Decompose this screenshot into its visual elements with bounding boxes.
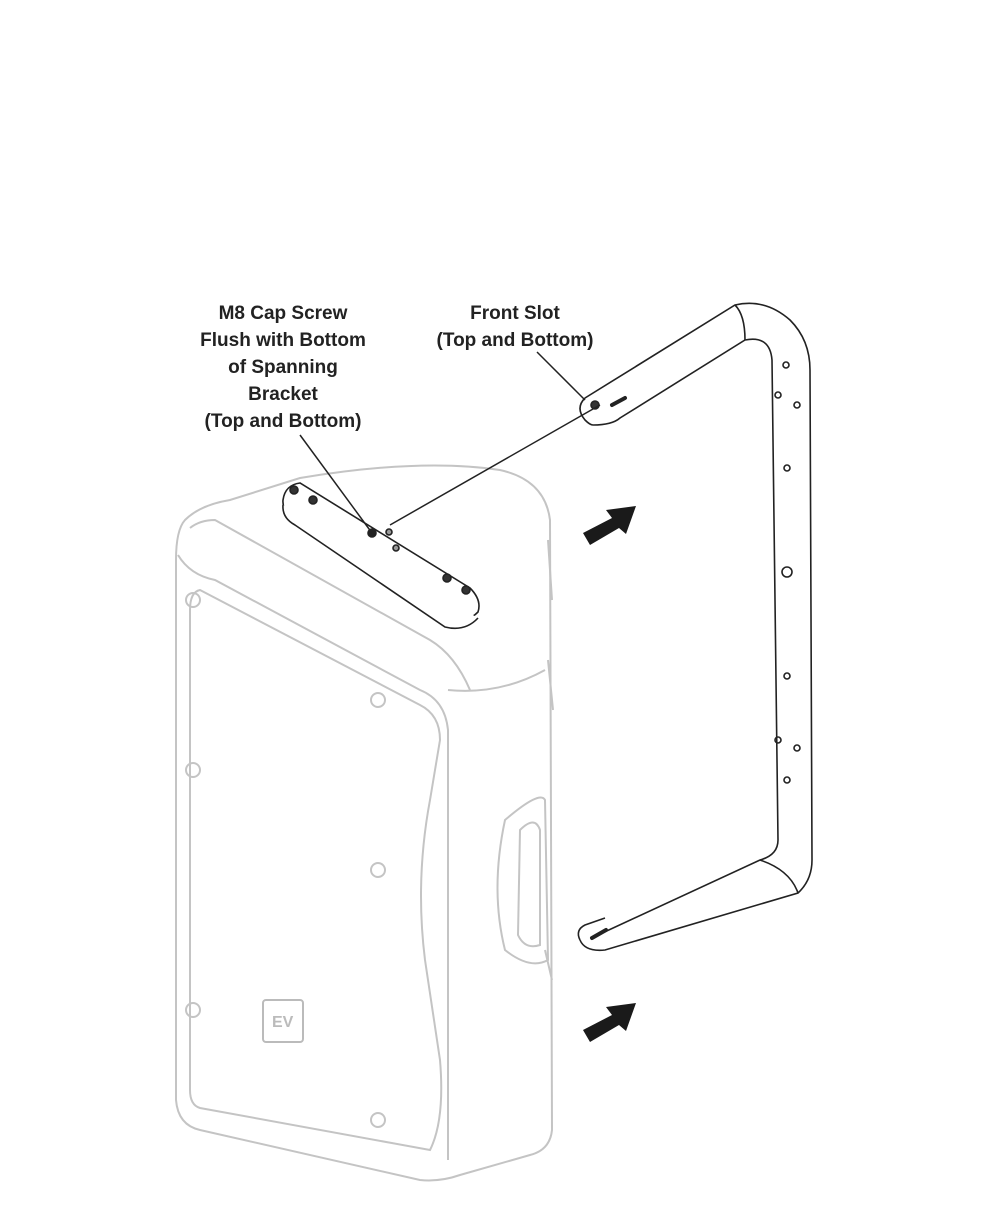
cap-screw-label: M8 Cap Screw Flush with Bottom of Spanni…: [170, 300, 396, 435]
arrow-icon: [583, 506, 636, 545]
label-line: M8 Cap Screw: [218, 303, 348, 324]
label-line: Front Slot: [470, 303, 560, 324]
speaker-cabinet: [175, 464, 554, 1182]
front-slot-label: Front Slot (Top and Bottom): [410, 300, 620, 354]
leader-lines: [299, 351, 601, 534]
arrow-icon: [583, 1003, 636, 1042]
label-line: Bracket: [248, 384, 318, 405]
label-line: Flush with Bottom: [200, 330, 366, 351]
ev-logo: EV: [262, 999, 304, 1043]
spanning-bracket: [282, 482, 480, 630]
u-bracket: [577, 302, 813, 952]
label-line: (Top and Bottom): [204, 411, 362, 432]
label-line: (Top and Bottom): [436, 330, 594, 351]
svg-text:EV: EV: [272, 1014, 294, 1031]
label-line: of Spanning: [228, 357, 338, 378]
